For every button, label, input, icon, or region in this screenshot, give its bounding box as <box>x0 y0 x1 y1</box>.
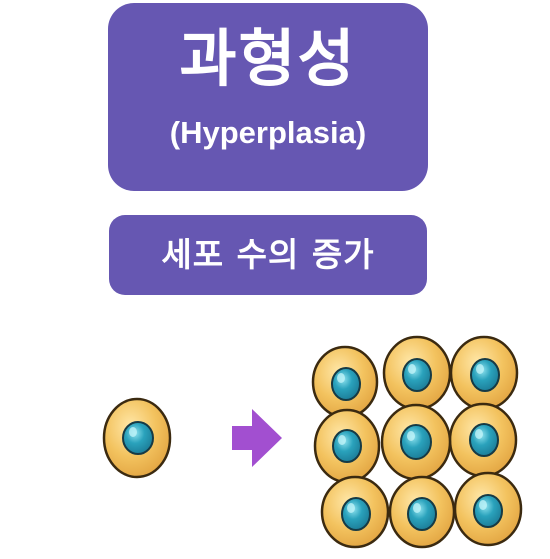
cell <box>313 408 381 484</box>
title-korean: 과형성 <box>179 22 357 95</box>
cell <box>388 475 456 549</box>
cell <box>380 403 452 481</box>
cell-cluster <box>311 335 523 549</box>
cell <box>449 335 519 411</box>
cell <box>320 475 390 549</box>
cell <box>311 345 379 419</box>
cell <box>453 471 523 547</box>
hyperplasia-illustration <box>102 335 523 549</box>
right-arrow-icon <box>232 409 282 467</box>
cell <box>382 335 452 411</box>
subtitle-box: 세포 수의 증가 <box>109 215 427 295</box>
title-box: 과형성 (Hyperplasia) <box>108 3 428 191</box>
cell <box>448 402 518 478</box>
title-english: (Hyperplasia) <box>169 115 367 150</box>
single-cell <box>102 397 172 479</box>
